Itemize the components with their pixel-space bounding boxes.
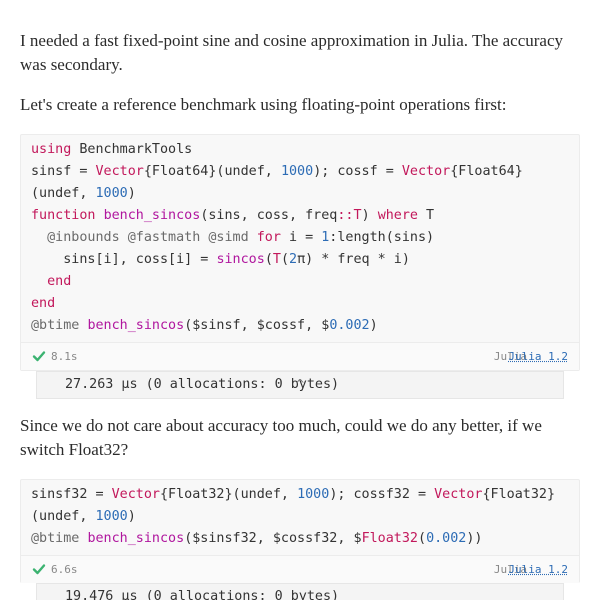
cell-footer-1: 8.1s Julia Julia 1.2 bbox=[21, 342, 579, 370]
language-label: Julia bbox=[493, 350, 527, 363]
version-link[interactable]: Julia 1.2 bbox=[508, 563, 568, 576]
language-label: Julia bbox=[493, 563, 527, 576]
paragraph-reference: Let's create a reference benchmark using… bbox=[20, 95, 507, 114]
check-icon bbox=[32, 351, 46, 362]
check-icon bbox=[32, 564, 46, 575]
output-2: 19.476 μs (0 allocations: 0 bytes) bbox=[36, 583, 564, 600]
paragraph-intro: I needed a fast fixed-point sine and cos… bbox=[20, 31, 564, 74]
code-cell-2[interactable]: sinsf32 = Vector{Float32}(undef, 1000); … bbox=[20, 479, 580, 583]
version-link[interactable]: Julia 1.2 bbox=[508, 350, 568, 363]
chevron-up-icon[interactable]: ^ bbox=[294, 377, 306, 391]
paragraph-float32: Since we do not care about accuracy too … bbox=[20, 416, 542, 459]
code-block-2[interactable]: sinsf32 = Vector{Float32}(undef, 1000); … bbox=[31, 487, 556, 546]
run-time: 8.1s bbox=[51, 350, 78, 363]
cell-footer-2: 6.6s Julia Julia 1.2 bbox=[21, 555, 579, 583]
run-time: 6.6s bbox=[51, 563, 78, 576]
output-1: 27.263 μs (0 allocations: 0 bytes) bbox=[36, 371, 564, 399]
